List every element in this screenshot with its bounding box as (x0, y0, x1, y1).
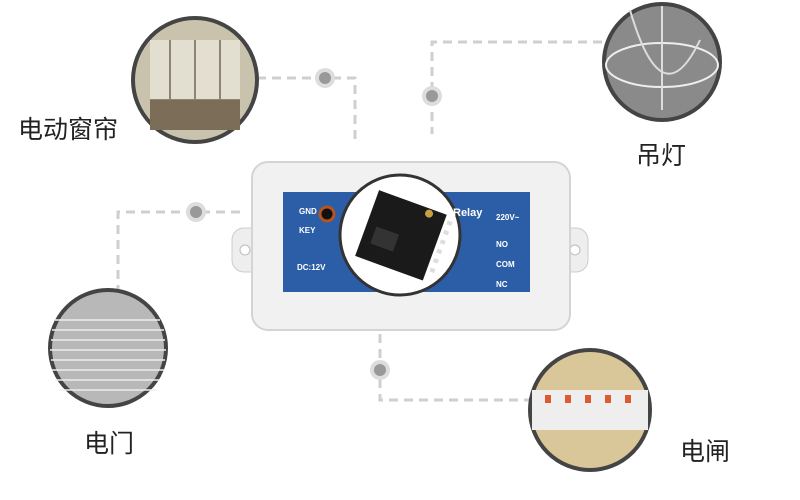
key-label: KEY (299, 226, 316, 235)
com-label: COM (496, 260, 515, 269)
curtain-image (131, 16, 259, 144)
nc-label: NC (496, 280, 508, 289)
gnd-label: GND (299, 207, 317, 216)
rolling-door-image (48, 288, 168, 408)
breaker-label: 电闸 (680, 437, 731, 466)
relay-label: Relay (453, 207, 483, 219)
connector-dots (186, 68, 442, 380)
no-label: NO (496, 240, 508, 249)
curtain-label: 电动窗帘 (18, 115, 119, 144)
dc-label: DC:12V (297, 263, 326, 272)
door-label: 电门 (84, 429, 135, 458)
v220-label: 220V~ (496, 213, 520, 222)
breaker-image (528, 348, 652, 472)
relay-device (231, 161, 589, 331)
chandelier-image (602, 2, 722, 122)
chandelier-label: 吊灯 (636, 141, 687, 170)
